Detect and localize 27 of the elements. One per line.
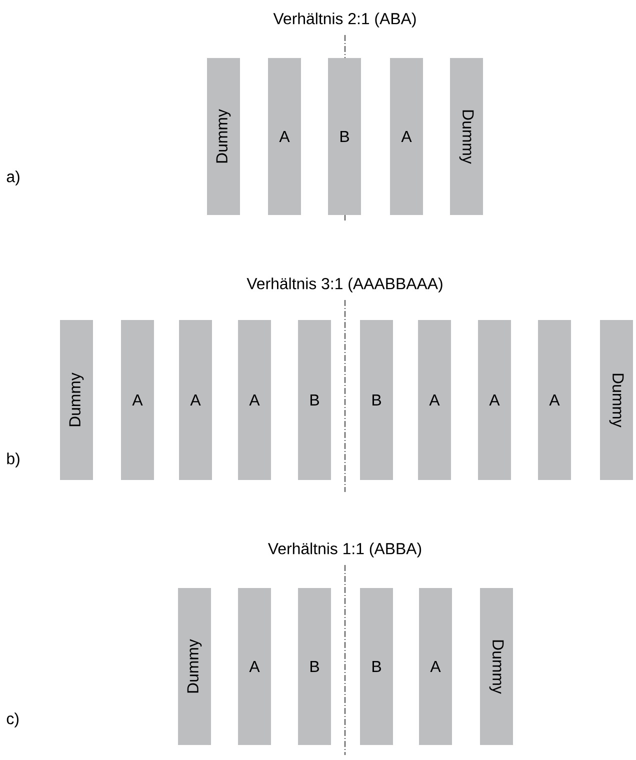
bar: Dummy <box>600 320 633 480</box>
bar: A <box>538 320 571 480</box>
bar: B <box>298 588 331 745</box>
panel-title: Verhältnis 1:1 (ABBA) <box>268 542 422 558</box>
bar: Dummy <box>60 320 93 480</box>
bar: Dummy <box>480 588 513 745</box>
panel-title: Verhältnis 3:1 (AAABBAAA) <box>246 278 442 292</box>
bar: A <box>268 58 301 215</box>
bar: Dummy <box>450 58 483 215</box>
bar: A <box>121 320 154 480</box>
bar: A <box>478 320 511 480</box>
bar: Dummy <box>178 588 211 745</box>
bar: Dummy <box>207 58 240 215</box>
bar: B <box>298 320 331 480</box>
bar: A <box>238 320 271 480</box>
panel-tag: c) <box>6 712 18 728</box>
bar: A <box>179 320 212 480</box>
panel-tag: a) <box>6 170 20 186</box>
bar: B <box>360 588 393 745</box>
bar: B <box>328 58 361 215</box>
bar: A <box>419 588 452 745</box>
panel-tag: b) <box>7 452 20 468</box>
panel-title: Verhältnis 2:1 (ABA) <box>273 12 416 28</box>
bar: B <box>360 320 393 480</box>
bar: A <box>390 58 423 215</box>
bar: A <box>418 320 451 480</box>
bar: A <box>238 588 271 745</box>
